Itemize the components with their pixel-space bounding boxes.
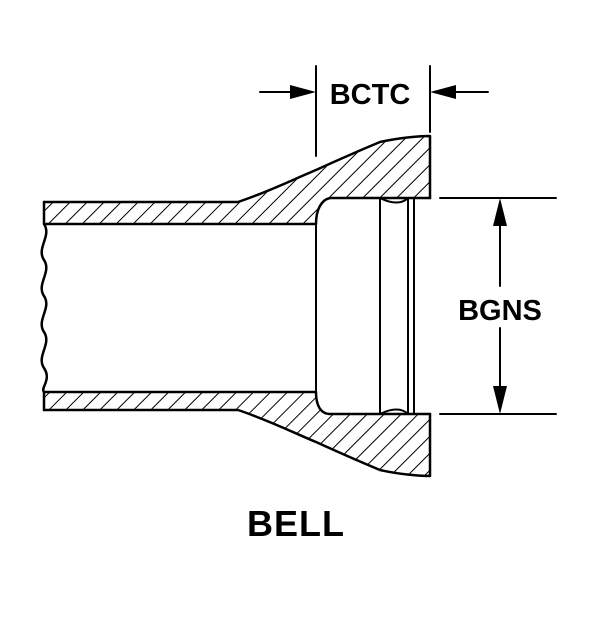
break-line xyxy=(40,200,49,412)
groove-chamfer-bottom xyxy=(379,408,409,415)
lower-wall-outline xyxy=(42,408,432,478)
diagram-title: BELL xyxy=(247,503,345,544)
lower-wall-section xyxy=(44,392,430,476)
bgns-arrow-bottom xyxy=(493,386,507,414)
bgns-arrow-top xyxy=(493,198,507,226)
groove-chamfer-top xyxy=(379,197,409,204)
upper-wall-section xyxy=(44,136,430,224)
bgns-label: BGNS xyxy=(458,295,542,327)
bctc-arrow-right xyxy=(430,85,456,99)
upper-wall-outline xyxy=(42,134,432,204)
bctc-arrow-left xyxy=(290,85,316,99)
bctc-label: BCTC xyxy=(330,79,411,111)
